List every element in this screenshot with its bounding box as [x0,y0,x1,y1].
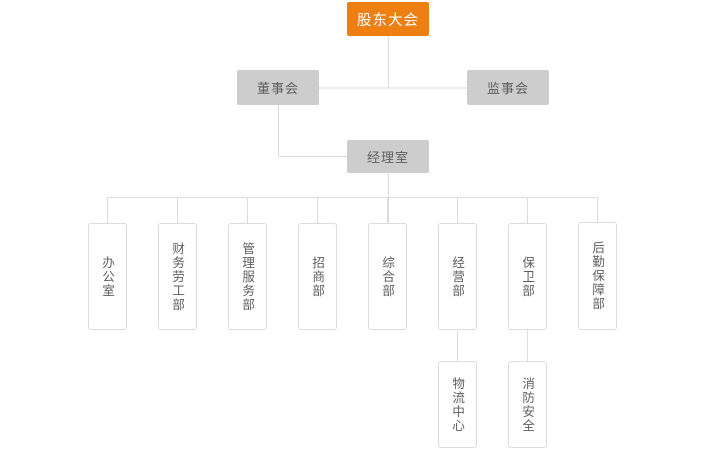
node-dept-management-service[interactable]: 管理服务部 [228,223,267,330]
node-label: 办公室 [100,255,116,298]
node-label: 招商部 [310,255,326,298]
node-sub-fire-safety[interactable]: 消防安全 [508,361,547,448]
node-board-of-directors[interactable]: 董事会 [237,70,319,105]
node-dept-security[interactable]: 保卫部 [508,223,547,330]
node-dept-investment[interactable]: 招商部 [298,223,337,330]
node-label: 综合部 [380,255,396,298]
node-dept-finance-labor[interactable]: 财务劳工部 [158,223,197,330]
node-sub-logistics-center[interactable]: 物流中心 [438,361,477,448]
node-label: 经理室 [366,151,409,166]
node-dept-office[interactable]: 办公室 [88,223,127,330]
node-label: 董事会 [256,82,299,97]
node-manager-office[interactable]: 经理室 [347,140,429,173]
node-label: 经营部 [450,255,466,298]
node-label: 后勤保障部 [590,241,606,311]
node-label: 保卫部 [520,255,536,298]
node-shareholders-meeting[interactable]: 股东大会 [347,2,429,36]
node-label: 监事会 [486,82,529,97]
node-label: 股东大会 [357,12,419,29]
node-label: 管理服务部 [240,241,256,312]
node-dept-general[interactable]: 综合部 [368,223,407,330]
node-dept-logistics-support[interactable]: 后勤保障部 [578,222,617,330]
node-dept-operations[interactable]: 经营部 [438,223,477,330]
node-label: 消防安全 [520,376,536,433]
node-label: 物流中心 [450,376,466,433]
node-board-of-supervisors[interactable]: 监事会 [467,70,549,105]
node-label: 财务劳工部 [170,241,186,312]
